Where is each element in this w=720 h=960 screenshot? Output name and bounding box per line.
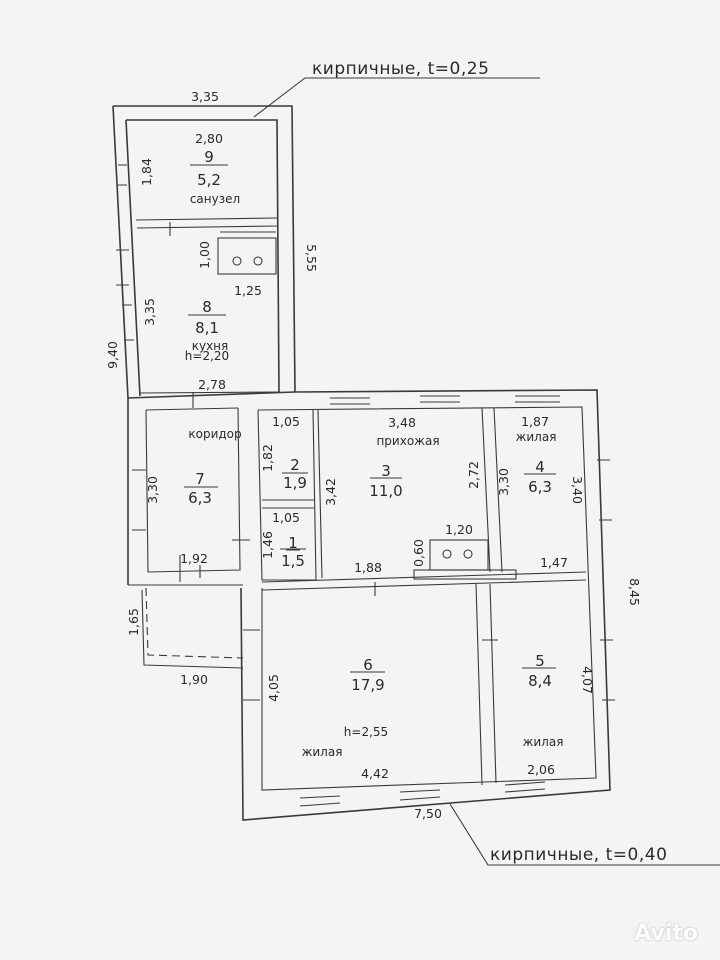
room-4-area: 6,3 — [528, 478, 552, 496]
room-8-height: h=2,20 — [185, 349, 229, 363]
room-5-area: 8,4 — [528, 672, 552, 690]
dim-label: 3,48 — [388, 415, 416, 430]
room-6-label: жилая — [302, 745, 343, 759]
room-9-number: 9 — [204, 148, 214, 166]
dim-label: 0,60 — [411, 539, 426, 567]
room-2-number: 2 — [290, 456, 300, 474]
dim-label: 1,88 — [354, 560, 382, 575]
note-walls-top: кирпичные, t=0,25 — [312, 59, 489, 79]
dim-label: 3,42 — [323, 478, 338, 506]
dim-label: 3,35 — [142, 298, 157, 326]
dim-label: 3,40 — [570, 476, 585, 504]
room-6-area: 17,9 — [351, 676, 384, 694]
dim-label: 1,92 — [180, 551, 208, 566]
dim-label: 2,72 — [466, 461, 481, 489]
avito-watermark: Avito — [634, 921, 698, 946]
room-8-label: кухня — [192, 339, 229, 353]
dim-label: 1,90 — [180, 672, 208, 687]
room-5-label: жилая — [523, 735, 564, 749]
room-2-area: 1,9 — [283, 474, 307, 492]
room-5-number: 5 — [535, 652, 545, 670]
stove-burner — [463, 549, 473, 559]
room-3-area: 11,0 — [369, 482, 402, 500]
upper-wing-inner — [125, 119, 280, 397]
room-3-label: прихожая — [376, 434, 439, 448]
note-walls-bottom: кирпичные, t=0,40 — [490, 845, 667, 865]
room2-room1-partition — [262, 499, 314, 509]
dim-label: 1,47 — [540, 555, 568, 570]
door-marks — [169, 222, 498, 641]
upper-wing-outer — [112, 105, 296, 399]
dim-label: 5,55 — [304, 244, 319, 272]
dim-label: 3,35 — [191, 89, 219, 104]
dim-label: 7,50 — [414, 806, 442, 821]
note-leader-top — [253, 77, 540, 118]
dim-label: 1,84 — [139, 158, 154, 186]
dim-label: 4,07 — [580, 666, 595, 694]
room-1-number: 1 — [288, 534, 298, 552]
room-7-area: 6,3 — [188, 489, 212, 507]
hall-room4-partition — [481, 407, 503, 573]
dim-label: 3,30 — [496, 468, 511, 496]
dim-label: 8,45 — [627, 578, 642, 606]
dim-label: 3,30 — [145, 476, 160, 504]
room-9-label: санузел — [190, 192, 240, 206]
hall-left-wall — [317, 409, 323, 579]
stove-burner — [442, 549, 452, 559]
hall-stove — [429, 539, 489, 571]
dim-label: 1,25 — [234, 283, 262, 298]
dim-label: 4,42 — [361, 766, 389, 781]
room-6-height: h=2,55 — [344, 725, 388, 739]
veranda-dashed — [145, 587, 244, 659]
kitchen-bottom-wall — [139, 391, 281, 394]
room-7-number: 7 — [195, 470, 205, 488]
main-inner-wall — [145, 406, 597, 791]
dim-label: 2,06 — [527, 762, 555, 777]
note-leader-bottom — [449, 803, 720, 866]
dim-label: 1,82 — [260, 444, 275, 472]
room-4-label: жилая — [516, 430, 557, 444]
dim-label: 1,05 — [272, 510, 300, 525]
room-7-label: коридор — [188, 427, 241, 441]
middle-horizontal-wall — [261, 571, 587, 591]
stove-burner — [253, 256, 263, 266]
dim-label: 1,87 — [521, 414, 549, 429]
room-4-number: 4 — [535, 458, 545, 476]
room6-room5-partition — [475, 583, 497, 786]
dim-label: 4,05 — [266, 674, 281, 702]
kitchen-stove — [217, 237, 277, 275]
dim-label: 1,20 — [445, 522, 473, 537]
dim-label: 1,65 — [126, 608, 141, 636]
room-6-number: 6 — [363, 656, 373, 674]
room-1-area: 1,5 — [281, 552, 305, 570]
hall-stove-base — [413, 569, 517, 580]
room-8-number: 8 — [202, 298, 212, 316]
dim-label: 1,05 — [272, 414, 300, 429]
room-number-underlines — [184, 164, 556, 673]
window-marks — [116, 164, 615, 807]
room-3-number: 3 — [381, 462, 391, 480]
walls — [112, 77, 720, 866]
corridor-walls — [145, 407, 241, 573]
main-outer-wall — [127, 389, 611, 821]
wc-column-walls — [257, 409, 317, 581]
dim-label: 9,40 — [105, 341, 120, 369]
stove-burner — [232, 256, 242, 266]
veranda-outline — [141, 589, 244, 669]
room-8-area: 8,1 — [195, 319, 219, 337]
dimensions: 3,35 2,80 1,84 5,55 1,00 1,25 3,35 9,40 … — [105, 89, 642, 821]
bath-kitchen-partition — [135, 217, 278, 229]
dim-label: 2,78 — [198, 377, 226, 392]
dim-label: 1,46 — [260, 531, 275, 559]
room-9-area: 5,2 — [197, 171, 221, 189]
dim-label: 1,00 — [197, 241, 212, 269]
dim-label: 2,80 — [195, 131, 223, 146]
